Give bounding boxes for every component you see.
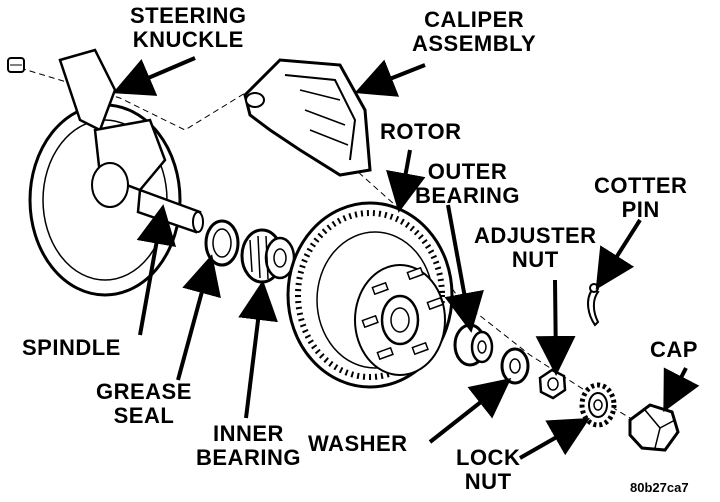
label-caliper-assembly: CALIPER ASSEMBLY: [412, 7, 537, 56]
label-washer: WASHER: [308, 431, 408, 456]
label-inner-bearing: INNER BEARING: [196, 421, 301, 470]
grease-seal-part: [204, 219, 240, 267]
figure-code: 80b27ca7: [630, 480, 689, 495]
lock-nut-part: [579, 382, 617, 428]
label-cap: CAP: [650, 337, 698, 362]
inner-bearing-part: [240, 228, 296, 284]
cotter-pin-part: [587, 283, 600, 327]
label-cotter-pin: COTTER PIN: [594, 173, 688, 222]
adjuster-nut-part: [538, 368, 567, 400]
label-rotor: ROTOR: [380, 119, 462, 144]
label-grease-seal: GREASE SEAL: [96, 379, 192, 428]
label-outer-bearing: OUTER BEARING: [415, 159, 520, 208]
caliper-assembly-part: [243, 58, 372, 177]
washer-part: [500, 347, 530, 385]
steering-knuckle-part: [28, 48, 182, 297]
knuckle-bolt: [7, 57, 25, 73]
label-lock-nut: LOCK NUT: [456, 445, 521, 494]
leader-arrows: [112, 56, 700, 460]
label-spindle: SPINDLE: [22, 335, 121, 360]
label-adjuster-nut: ADJUSTER NUT: [474, 223, 597, 272]
rotor-part: [286, 201, 454, 389]
label-steering-knuckle: STEERING KNUCKLE: [130, 3, 247, 52]
outer-bearing-part: [453, 323, 494, 367]
cap-part: [628, 403, 680, 452]
